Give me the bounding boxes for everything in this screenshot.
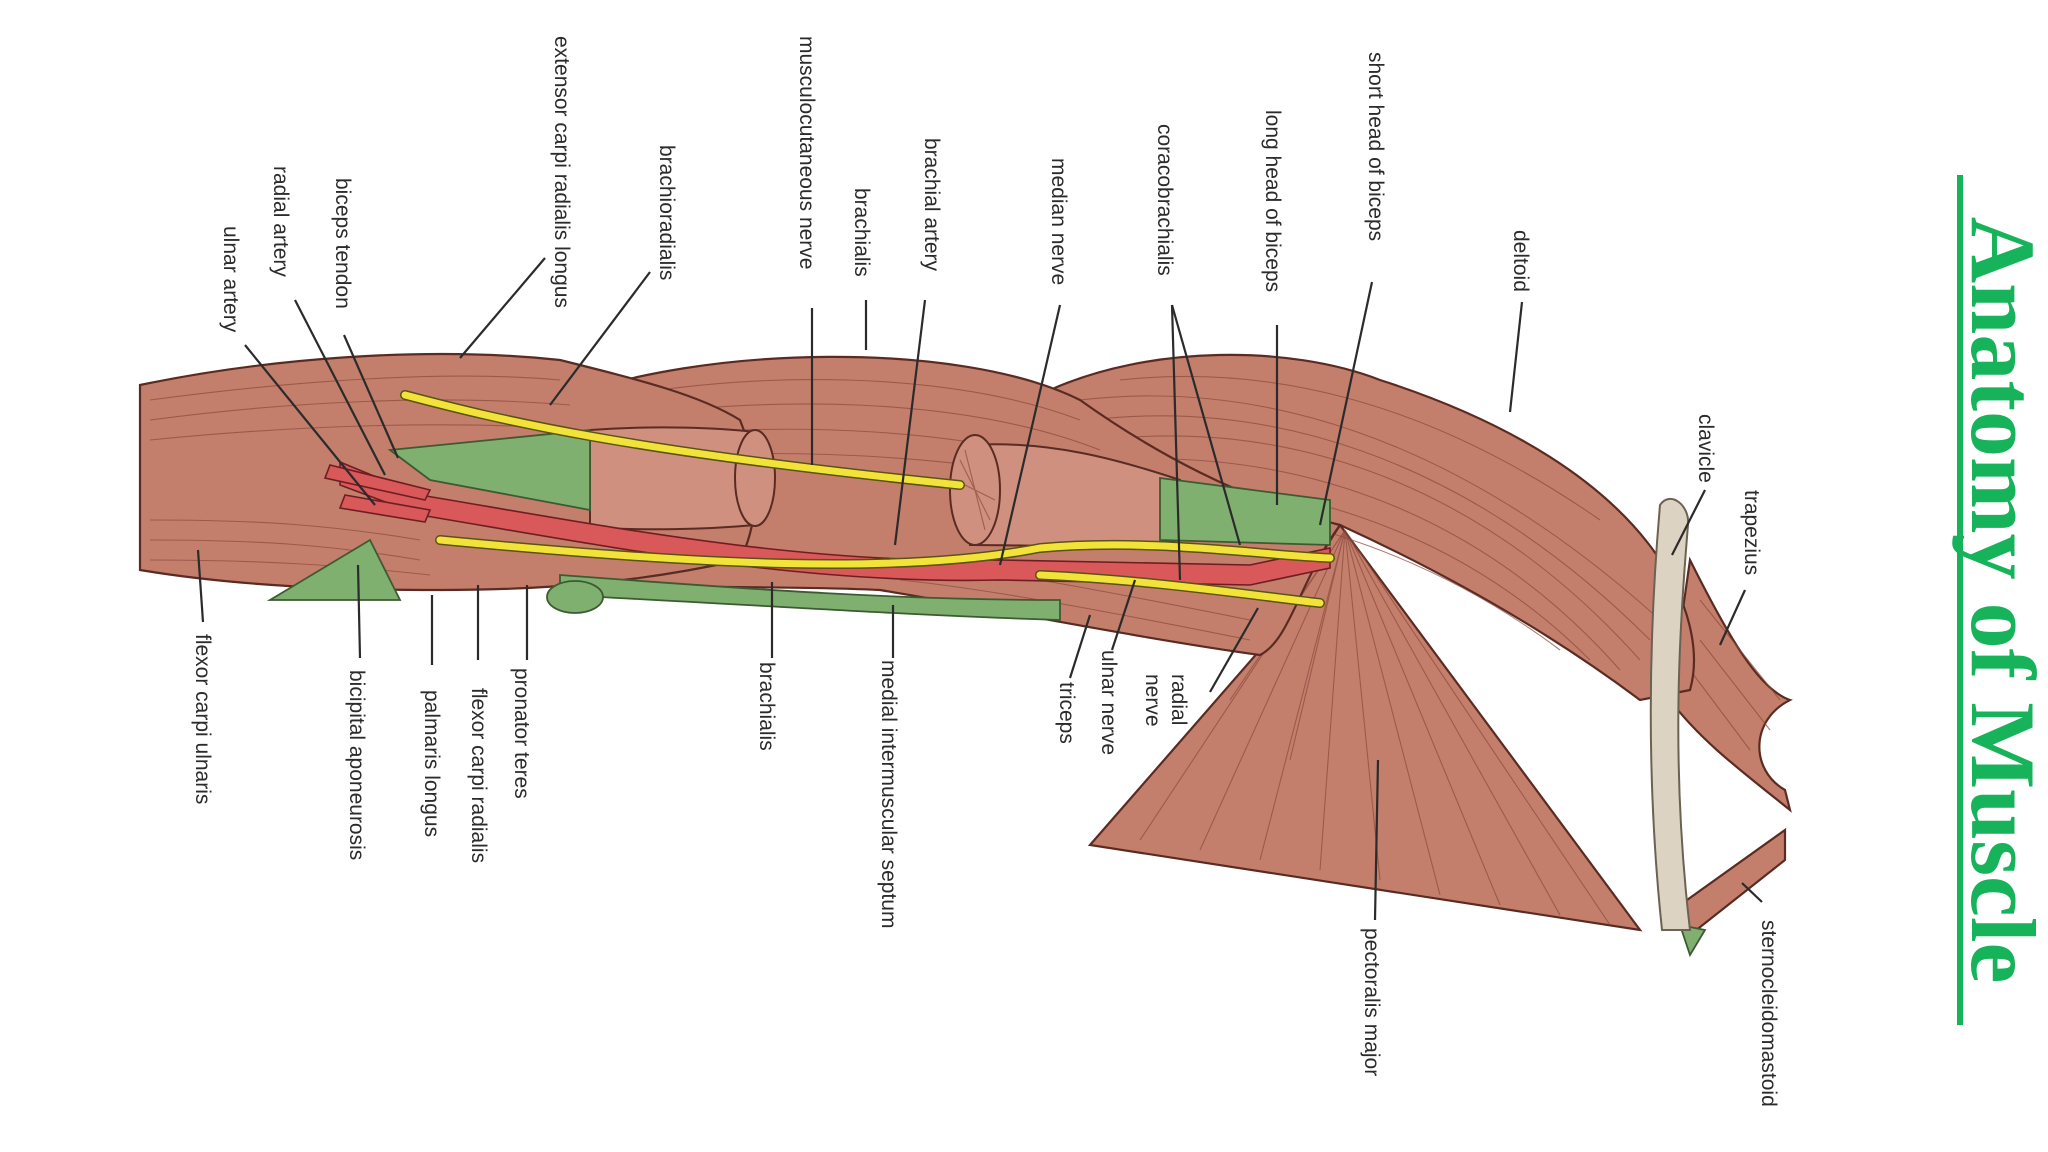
label-biceps-tendon: biceps tendon — [331, 178, 354, 309]
leader-short-head — [1318, 281, 1374, 526]
nerve-group — [400, 390, 1335, 608]
trapezius-muscle — [1668, 556, 1793, 813]
label-palmaris-longus: palmaris longus — [420, 690, 443, 837]
sternocleidomastoid-tendon — [1678, 923, 1707, 958]
biceps-shoulder-tendon — [1159, 476, 1331, 546]
leader-extensor-carpi — [459, 257, 546, 359]
label-brachialis-top: brachialis — [850, 188, 873, 277]
leader-bicipital-aponeurosis — [356, 564, 362, 659]
label-ulnar-nerve: ulnar nerve — [1097, 650, 1120, 755]
leader-lines — [196, 257, 1763, 921]
arm-illustration — [138, 352, 1793, 958]
leader-pectoralis-major — [1373, 759, 1380, 921]
leader-ulnar-nerve — [1110, 579, 1137, 651]
leader-biceps-tendon — [342, 334, 400, 459]
label-deltoid: deltoid — [1509, 230, 1532, 292]
leader-sternocleidomastoid — [1741, 882, 1763, 903]
leader-coracobrachialis-a — [1170, 304, 1182, 581]
label-clavicle: clavicle — [1694, 414, 1717, 483]
ulnar-nerve-path — [1036, 571, 1324, 607]
label-medial-intermuscular-septum: medial intermuscular septum — [877, 660, 900, 928]
leader-radial-nerve — [1209, 607, 1259, 693]
label-radial-nerve-line1: radial — [1167, 674, 1190, 725]
leader-brachial-artery — [893, 299, 927, 546]
title-group: Anatomy of Muscle — [1952, 175, 2048, 1025]
radial-artery-vessel — [323, 464, 432, 501]
label-radial-nerve-line2: nerve — [1141, 674, 1164, 727]
labels-top: extensor carpi radialis longus brachiora… — [219, 36, 1763, 575]
labels-bottom: sternocleidomastoid flexor carpi ulnaris… — [191, 634, 1780, 1107]
biceps-tendon-forearm — [387, 429, 591, 512]
medial-intermuscular-septum-shape — [559, 574, 1061, 621]
leader-flexor-carpi-ulnaris — [196, 549, 205, 623]
label-brachialis-bottom: brachialis — [755, 662, 778, 751]
page-title: Anatomy of Muscle — [1952, 217, 2048, 984]
label-bicipital-aponeurosis: bicipital aponeurosis — [345, 670, 368, 860]
label-coracobrachialis: coracobrachialis — [1153, 124, 1176, 276]
label-flexor-carpi-radialis: flexor carpi radialis — [467, 688, 490, 863]
leader-coracobrachialis-b — [1170, 304, 1242, 546]
leader-brachioradialis — [549, 271, 651, 406]
leader-deltoid — [1508, 301, 1524, 413]
label-median-nerve: median nerve — [1047, 158, 1070, 285]
label-pectoralis-major: pectoralis major — [1360, 928, 1383, 1076]
label-ulnar-artery: ulnar artery — [219, 226, 242, 333]
leader-median-nerve — [998, 304, 1062, 566]
label-flexor-carpi-ulnaris: flexor carpi ulnaris — [191, 634, 214, 804]
median-nerve-path — [436, 536, 1334, 568]
label-sternocleidomastoid: sternocleidomastoid — [1757, 920, 1780, 1107]
label-trapezius: trapezius — [1740, 490, 1763, 575]
label-musculocutaneous-nerve: musculocutaneous nerve — [795, 36, 818, 269]
label-triceps: triceps — [1055, 682, 1078, 744]
bicipital-aponeurosis-shape — [266, 538, 402, 601]
medial-epicondyle-pad — [546, 580, 604, 614]
ulnar-artery-vessel — [338, 494, 432, 523]
leader-triceps — [1068, 614, 1092, 679]
leader-clavicle — [1671, 489, 1706, 556]
musculocutaneous-nerve-path — [401, 391, 964, 489]
label-brachial-artery: brachial artery — [920, 138, 943, 272]
leader-trapezius — [1718, 589, 1747, 646]
label-radial-artery: radial artery — [269, 166, 292, 277]
label-short-head-of-biceps: short head of biceps — [1364, 52, 1387, 241]
trapezius-striations — [1689, 599, 1781, 751]
leader-ulnar-artery — [244, 344, 376, 506]
label-long-head-of-biceps: long head of biceps — [1261, 110, 1284, 292]
brachialis-cut-end — [734, 429, 776, 527]
label-brachioradialis: brachioradialis — [655, 145, 678, 280]
label-pronator-teres: pronator teres — [510, 668, 533, 799]
label-extensor-carpi-radialis-longus: extensor carpi radialis longus — [550, 36, 573, 308]
leader-radial-artery — [294, 299, 386, 476]
